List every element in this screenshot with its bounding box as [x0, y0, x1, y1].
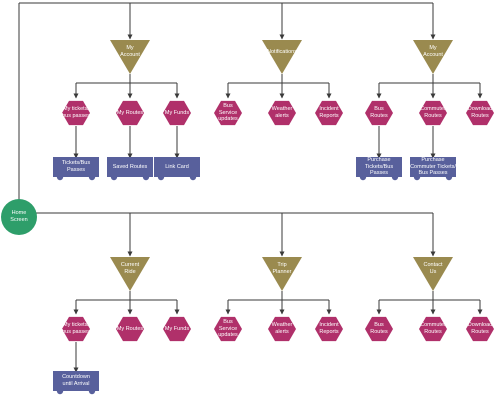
- bottom-branch-3-hexagon-1[interactable]: [365, 316, 393, 342]
- bottom-branch-3-triangle[interactable]: [413, 257, 453, 291]
- top-branch-1-card-3[interactable]: [154, 157, 200, 181]
- node-shapes: [1, 40, 494, 395]
- top-branch-1-hexagon-1[interactable]: [62, 100, 90, 126]
- top-branch-3-hexagon-1[interactable]: [365, 100, 393, 126]
- top-branch-1-hexagon-2[interactable]: [116, 100, 144, 126]
- bottom-branch-1-hexagon-2[interactable]: [116, 316, 144, 342]
- top-branch-3-card-2[interactable]: [410, 157, 456, 181]
- bottom-branch-2-triangle[interactable]: [262, 257, 302, 291]
- top-branch-2-hexagon-2[interactable]: [268, 100, 296, 126]
- bottom-branch-3-hexagon-2[interactable]: [419, 316, 447, 342]
- connector-lines: [18, 2, 483, 373]
- bottom-branch-1-hexagon-1[interactable]: [62, 316, 90, 342]
- bottom-branch-1-triangle[interactable]: [110, 257, 150, 291]
- top-branch-1-hexagon-3[interactable]: [163, 100, 191, 126]
- top-branch-3-card-1[interactable]: [356, 157, 402, 181]
- top-branch-2-hexagon-3[interactable]: [315, 100, 343, 126]
- bottom-branch-3-hexagon-3[interactable]: [466, 316, 494, 342]
- bottom-branch-1-hexagon-3[interactable]: [163, 316, 191, 342]
- top-branch-1-triangle[interactable]: [110, 40, 150, 74]
- bottom-branch-1-card-1[interactable]: [53, 371, 99, 395]
- top-branch-1-card-2[interactable]: [107, 157, 153, 181]
- bottom-branch-2-hexagon-2[interactable]: [268, 316, 296, 342]
- top-branch-2-triangle[interactable]: [262, 40, 302, 74]
- bottom-branch-2-hexagon-1[interactable]: [214, 316, 242, 342]
- home-screen-node[interactable]: [1, 199, 37, 235]
- top-branch-3-hexagon-2[interactable]: [419, 100, 447, 126]
- bottom-branch-2-hexagon-3[interactable]: [315, 316, 343, 342]
- top-branch-2-hexagon-1[interactable]: [214, 100, 242, 126]
- top-branch-3-triangle[interactable]: [413, 40, 453, 74]
- top-branch-3-hexagon-3[interactable]: [466, 100, 494, 126]
- top-branch-1-card-1[interactable]: [53, 157, 99, 181]
